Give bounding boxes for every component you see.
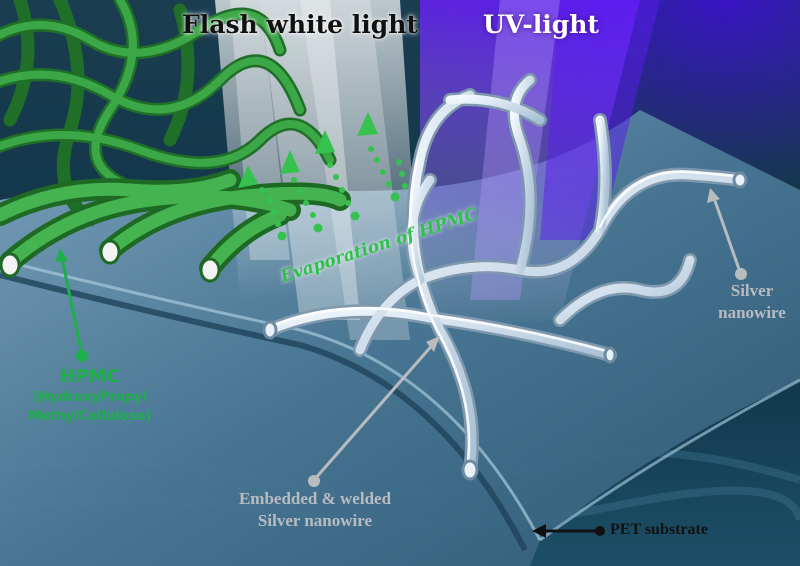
hpmc-label-line2: (HydroxyPropyl	[33, 390, 147, 405]
silver-nanowire-label-line1: Silver	[730, 281, 774, 300]
evaporation-arrows	[238, 112, 408, 241]
pet-substrate-label: PET substrate	[610, 521, 708, 538]
flash-white-light-beams	[215, 0, 420, 340]
hpmc-label-line3: MethylCellulose)	[28, 409, 152, 424]
silver-nanowire-label-line2: nanowire	[718, 303, 786, 322]
silver-nanowire-network	[262, 73, 748, 481]
hpmc-label: HPMC (HydroxyPropyl MethylCellulose)	[20, 366, 160, 426]
hpmc-fibers	[0, 0, 351, 283]
uv-light-label: UV-light	[483, 10, 599, 39]
embedded-welded-label: Embedded & welded Silver nanowire	[210, 488, 420, 532]
embedded-welded-label-line2: Silver nanowire	[257, 511, 373, 530]
silver-nanowire-label: Silver nanowire	[712, 280, 792, 324]
leader-lines	[55, 188, 747, 538]
hpmc-label-title: HPMC	[60, 366, 120, 387]
flash-white-light-label: Flash white light	[182, 10, 418, 39]
embedded-welded-label-line1: Embedded & welded	[238, 489, 392, 508]
